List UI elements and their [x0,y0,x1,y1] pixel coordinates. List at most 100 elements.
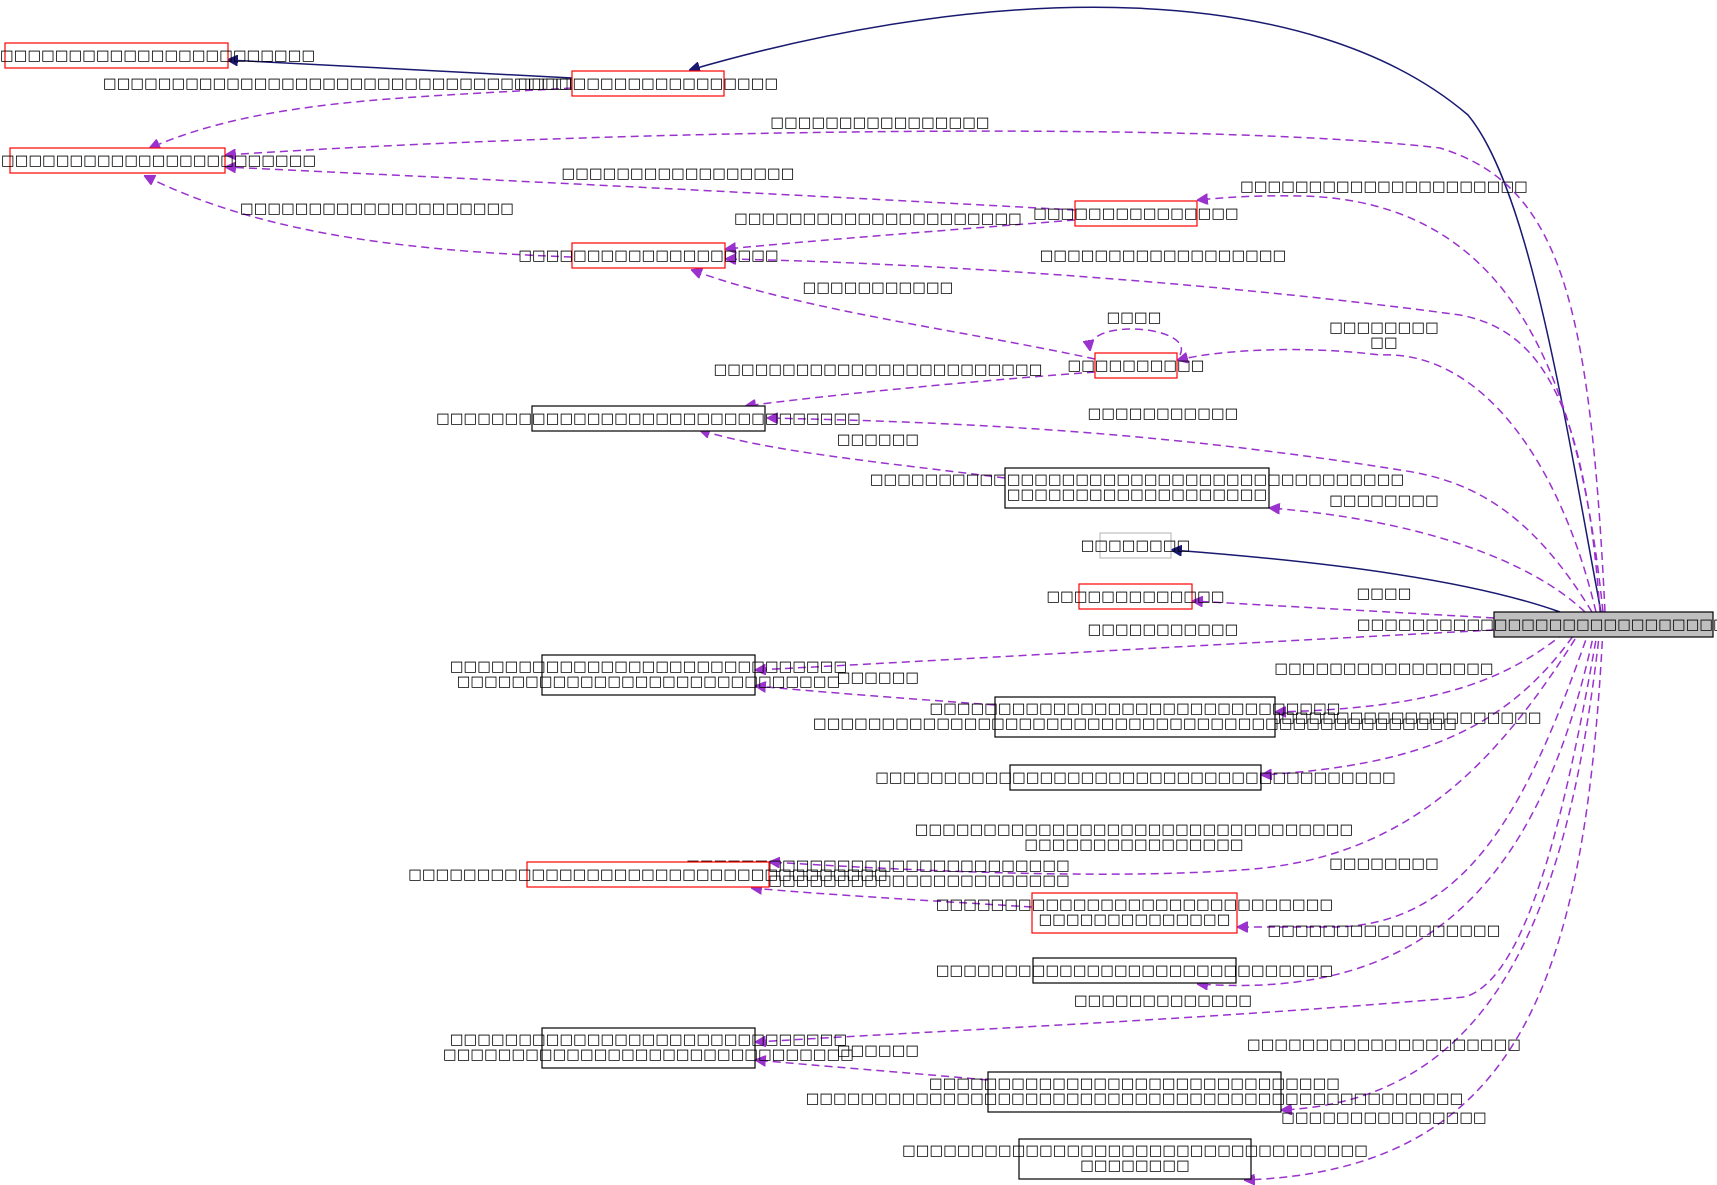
edge-label: □□□□□□□□□□□□□□□□□□□□ [240,201,514,217]
graph-node[interactable]: □□□□□□□□□□□□□□□□□□□□□□□□□□□□□□□□□□□□□□□□… [450,654,847,696]
node-box [541,1027,756,1069]
node-label: □□□□□□□□□□□□□□□□□□□□□□□□□□□□□□□□□□□□□□□□… [813,701,1457,732]
graph-node[interactable]: □□□□□□□□□□□□□□□□□□□□□□□□□□□□□ [0,147,316,174]
graph-node[interactable]: □□□□□□□□□□ [1068,352,1205,379]
edge-root-to-n10 [1193,601,1495,619]
node-group: □□□□□□□□□□□□□□□□□□□□□□□□□□□□□ □□□□□□□□□□… [0,42,1717,1180]
node-label: □□□□□□□□□□□□□□□□□□□□□□□□□□□□□□□□□□□□□□□□… [902,1143,1368,1174]
edge-root-to-n3 [226,130,1606,613]
edge-root-to-n8 [1270,508,1586,613]
edge-root-to-n17 [756,627,1599,1042]
graph-node[interactable]: □□□□□□□□□□□□□□□□□□□□□□□□□□□□□□□□□□□□□□ [875,764,1396,791]
root-node[interactable]: □□□□□□□□□□□□□□□□□□□□□□□□□□□□□□□□□□□□ [1357,611,1717,638]
edge-root-to-n13 [1262,625,1581,775]
edge-label: □□□□□□□□□□□□□□□□□□ [1040,248,1287,264]
edge-n6-self-loop [1090,328,1183,356]
node-label: □□□□□□□□□□□□□□□□□□□□□□□□□□□□□ [0,153,316,169]
edge-label: □□□□□□□□ [1329,493,1439,509]
node-label: □□□□□□□□ [1081,538,1191,554]
edge-root-to-n12 [1276,623,1576,712]
graph-node[interactable]: □□□□□□□□□□□□□ [1046,583,1225,610]
graph-node[interactable]: □□□□□□□□□□□□□□□□□□□ [518,70,778,97]
edge-label: □□□□□□□□□□□□□□□□ [1274,661,1493,677]
node-box [994,696,1276,738]
graph-node[interactable]: □□□□□□□□□□□□□□□□□□□□□□□□□□□□□□□□□□□□□□□□… [870,467,1404,509]
edge-label: □□□□□□□□□□□□□□□□□□□□□□□□□□□□□□□□□□□□□□□□ [103,76,651,92]
node-box [531,405,766,432]
node-label: □□□□□□□□□□□□□□□□□□□ [518,248,778,264]
edge-root-to-n6 [1178,348,1597,613]
edge-root-to-n15 [1238,627,1591,927]
edge-n5-to-n3 [145,176,573,258]
graph-node[interactable]: □□□□□□□□□□□□□□□□□□□□□□□□□□□□□□□□□□□□□□□□… [902,1138,1368,1180]
graph-node[interactable]: □□□□□□□□□□□□□□□□□□□□□□□□□□□□□□□□□□□□□□□□… [443,1027,854,1069]
edge-label: □□□□□□ [837,432,919,448]
node-box [541,654,756,696]
edge-label: □□□□□□□□□□□□□□□□□□□□□ [734,211,1022,227]
edge-root-to-n19 [1245,627,1604,1180]
edge-n2-to-n1 [228,60,573,79]
graph-node[interactable]: □□□□□□□□□□□□□□□□□□□□□□□□□□□□□□□□□□□□□□□□… [813,696,1457,738]
node-box [4,42,229,69]
node-box [9,147,226,174]
node-box [526,861,770,888]
node-box [1004,467,1270,509]
edge-label: □□□□□□□□□□□ [1088,622,1239,638]
edge-label: □□□□□□□□□□□□□□□□□□□□□□□□□□□□□□□□□□□□□□□□… [686,858,1070,889]
edge-label: □□□□□□□□□□□□□ [1074,993,1252,1009]
graph-node[interactable]: □□□□□□□□□□□□□□□□□□□□□□□□□□□□□□□□□□□ [408,861,888,888]
node-label: □□□□□□□□□□□□□□□□□□□□□□□□□□□□□□□□□□□□□□□□… [443,1032,854,1063]
graph-node[interactable]: □□□□□□□□□□□□□□□□□□□□□□□□□□□□□□□□□□□□□□□□… [806,1071,1464,1113]
node-box [1009,764,1262,791]
graph-node[interactable]: □□□□□□□□ [1081,532,1191,559]
node-label: □□□□□□□□□□□□□□□ [1033,206,1239,222]
edge-label: □□□□□□□□□□□□□□□□□□□□□□□ [1226,710,1541,726]
edge-root-to-n11 [756,629,1495,670]
edge-label: □□□□ [1357,586,1412,602]
edge-label: □□□□□□□□□□ [1329,320,1439,351]
graph-node[interactable]: □□□□□□□□□□□□□□□□□□□□□□□□□□□□□□□ [436,405,861,432]
edge-label: □□□□□□□□□□□□□□□□□□□□□ [1240,179,1528,195]
edge-n2-to-n3 [150,87,573,148]
node-box [571,242,726,269]
edge-label: □□□□□□□□□□□ [803,280,954,296]
edge-root-to-n7 [768,418,1593,613]
node-label: □□□□□□□□□□□□□□□□□□□□□□□□□□□□□□□□□□□□□□□□… [806,1076,1464,1107]
graph-node[interactable]: □□□□□□□□□□□□□□□□□□□ [518,242,779,269]
edge-n12-to-n11 [756,686,996,706]
node-label: □□□□□□□□□□□□□□□□□□□□□□□□□□□□□□□□□□□□ [1357,617,1717,633]
edge-n6-to-n7 [746,371,1096,406]
edge-root-to-n9 [1172,550,1561,613]
edge-n6-to-n5 [692,270,1096,360]
graph-node[interactable]: □□□□□□□□□□□□□□□□□□□□□□□□□□□□□□□□□□□□□□□□… [936,892,1333,934]
edge-label: □□□□□□□□□□□□□□□□□□□□□□□□□□□□□□□□□□□□□□□□… [915,822,1353,853]
edge-label: □□□□□□□□□□□□□□□□□□□□ [1247,1037,1521,1053]
graph-node[interactable]: □□□□□□□□□□□□□□□ [1033,200,1239,227]
node-label: □□□□□□□□□□□□□ [1046,589,1224,605]
node-box [987,1071,1282,1113]
node-label: □□□□□□□□□□ [1068,358,1205,374]
node-box [1032,957,1237,984]
node-box [1031,892,1238,934]
node-box [1493,611,1714,638]
edge-n8-to-n7 [700,430,1006,479]
edge-label: □□□□□□□□□□□ [1088,406,1239,422]
node-label: □□□□□□□□□□□□□□□□□□□□□□□□□□□□□ [936,963,1333,979]
edge-n18-to-n17 [756,1060,989,1081]
node-label: □□□□□□□□□□□□□□□□□□□□□□□□□□□□□ [0,48,315,64]
edge-label-group: □□□□□□□□□□□□□□□□□□□□□□□□□□□□□□□□□□□□□□□□… [103,76,1542,1126]
graph-node[interactable]: □□□□□□□□□□□□□□□□□□□□□□□□□□□□□ [936,957,1333,984]
node-label: □□□□□□□□□□□□□□□□□□□□□□□□□□□□□□□□□□□□□□□□… [936,897,1333,928]
edge-root-to-n18 [1282,627,1601,1110]
graph-node[interactable]: □□□□□□□□□□□□□□□□□□□□□□□□□□□□□ [0,42,315,69]
edge-label: □□□□□□□□□□□□□□□ [1281,1110,1487,1126]
node-label: □□□□□□□□□□□□□□□□□□□□□□□□□□□□□□□□□□□□□□□□… [870,472,1404,503]
node-box [1078,583,1193,610]
edge-root-to-n14 [770,627,1583,875]
node-label: □□□□□□□□□□□□□□□□□□□□□□□□□□□□□□□□□□□□□□ [875,770,1396,786]
node-label: □□□□□□□□□□□□□□□□□□□□□□□□□□□□□□□□□□□ [408,867,888,883]
node-box [571,70,725,97]
edge-n4-to-n3 [226,167,1076,211]
node-label: □□□□□□□□□□□□□□□□□□□□□□□□□□□□□□□□□□□□□□□□… [450,659,847,690]
